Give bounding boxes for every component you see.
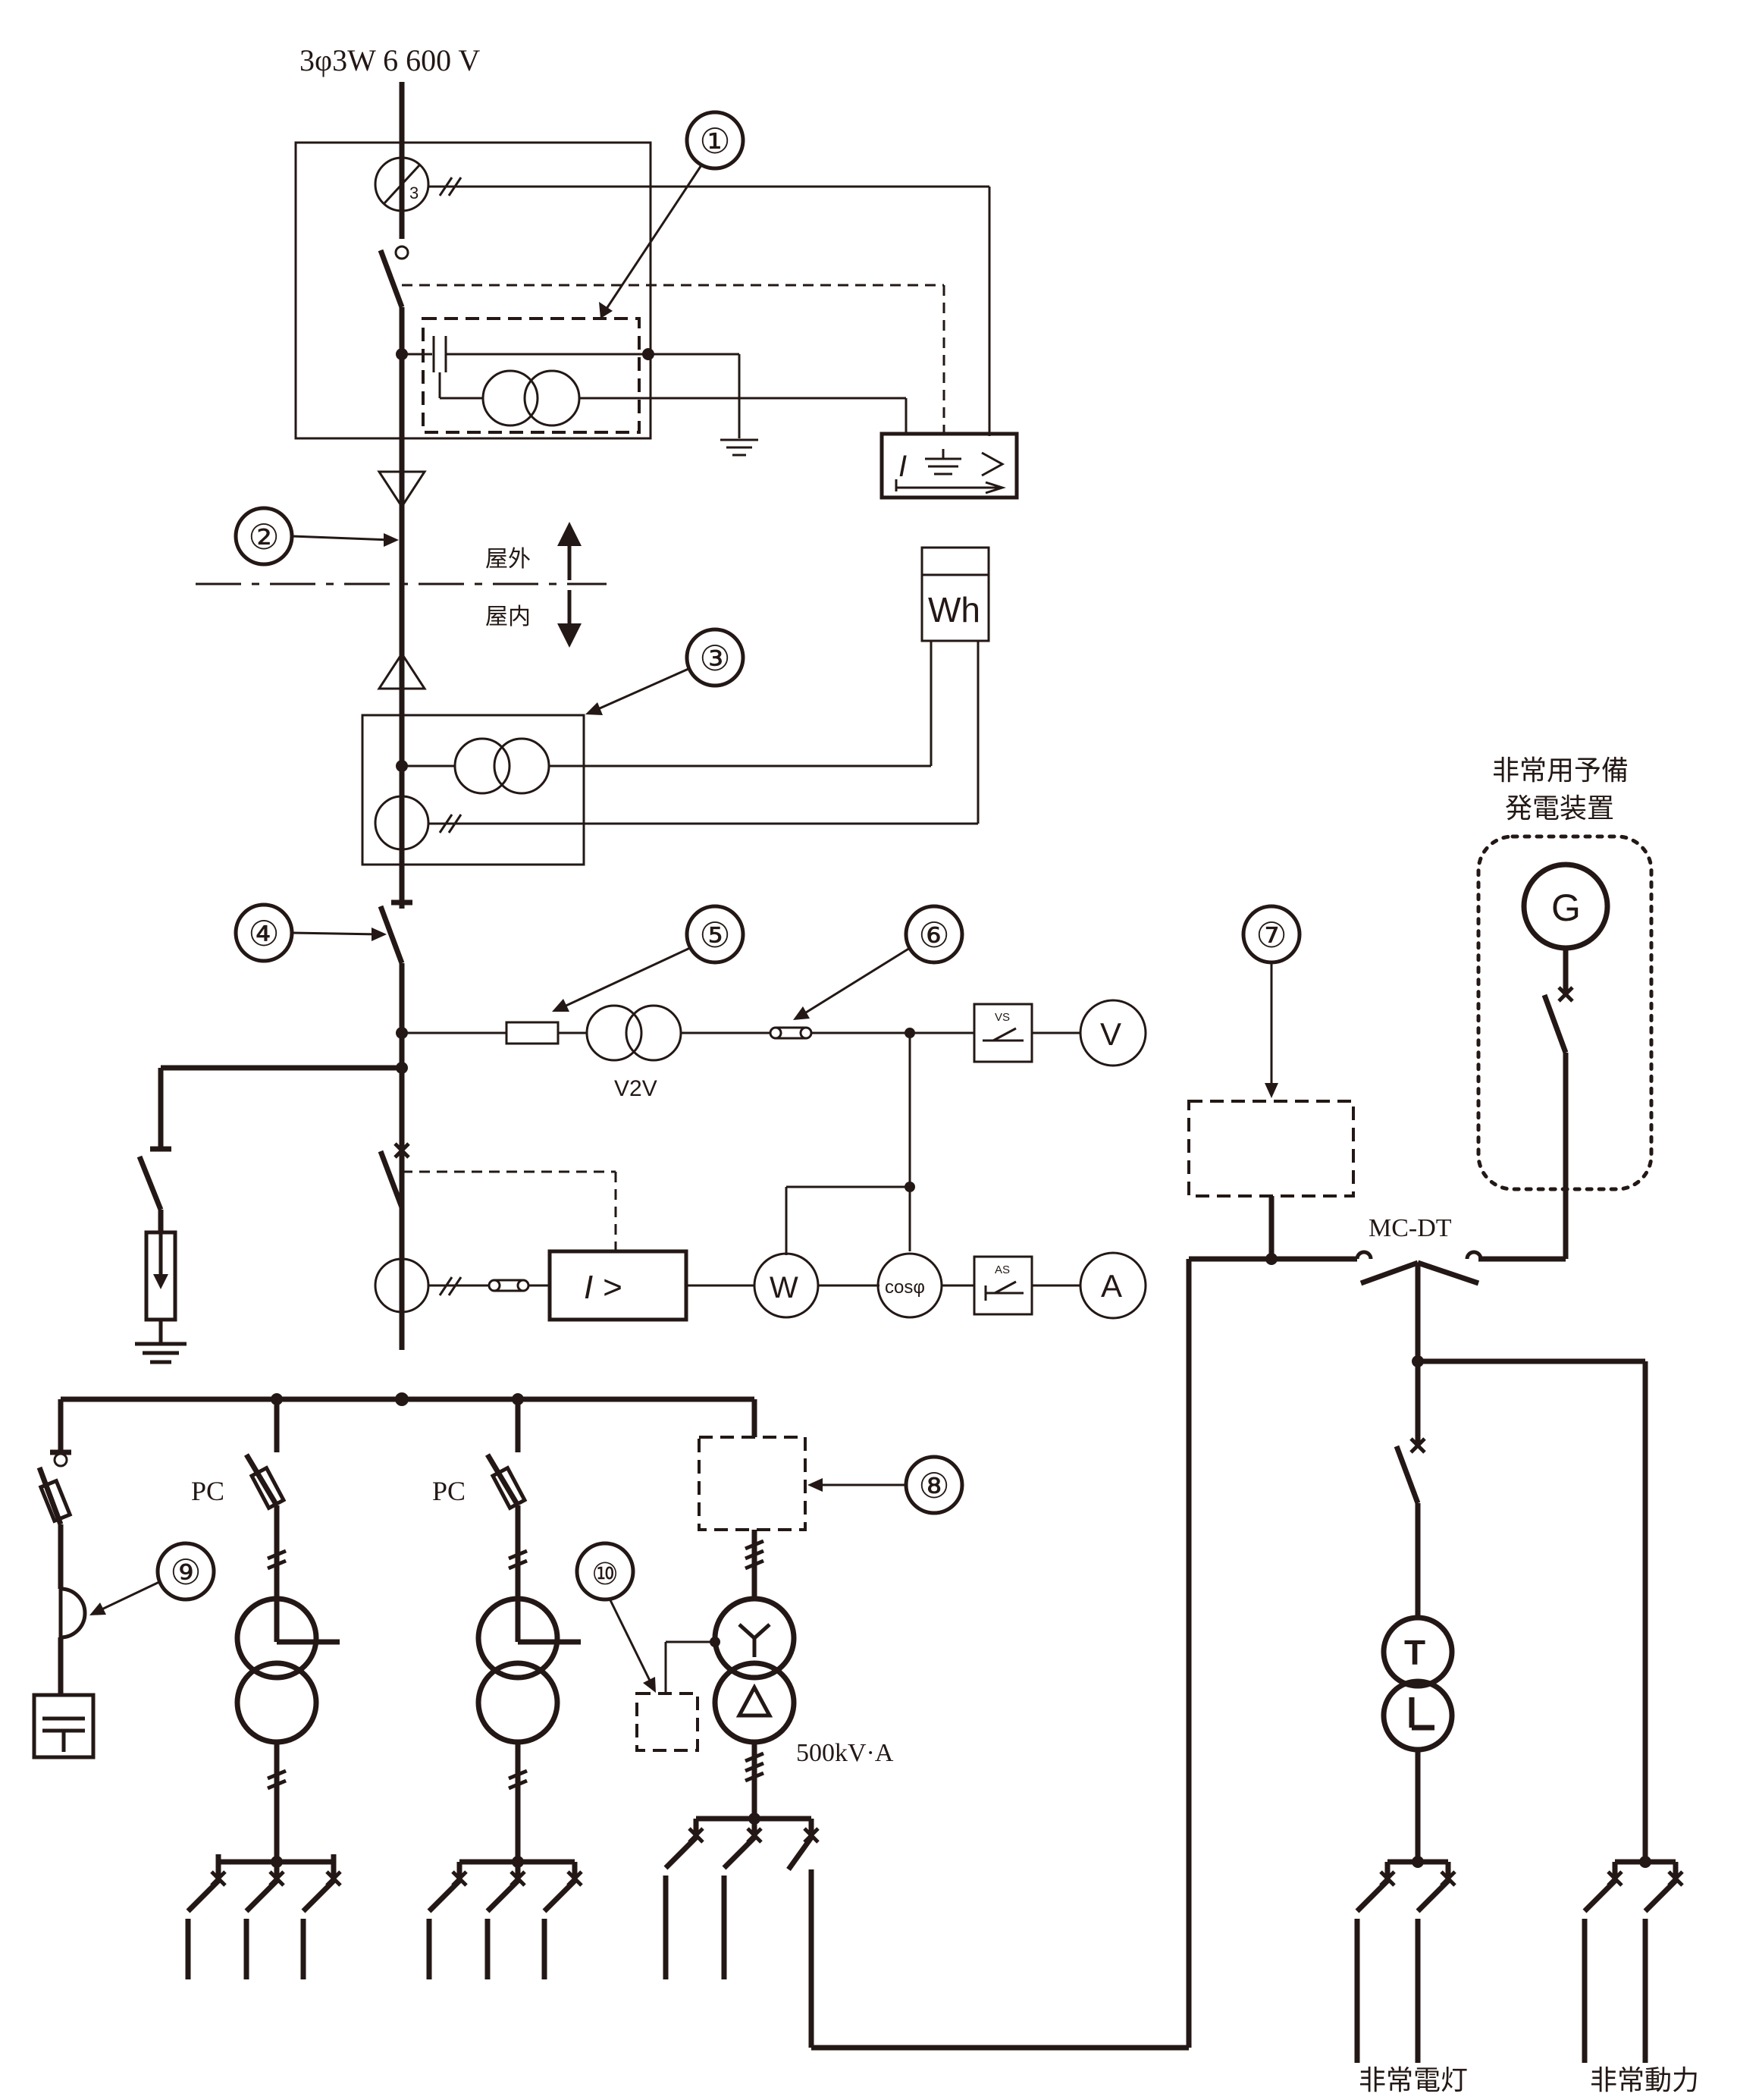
emergency-power-bus <box>1615 1856 1676 1868</box>
wh-label: Wh <box>928 590 980 629</box>
watt-hour-meter: Wh <box>920 546 990 642</box>
vt-branch: V2V VS V <box>396 999 1147 1255</box>
vct-enclosure <box>361 641 980 906</box>
callout-2: ② <box>234 506 399 567</box>
box-7 <box>1187 1100 1355 1265</box>
svg-text:⑩: ⑩ <box>591 1558 619 1591</box>
mcdt-label: MC-DT <box>1369 1214 1452 1242</box>
supply-label: 3φ3W 6 600 V <box>299 43 480 77</box>
pc-label-1: PC <box>191 1476 224 1506</box>
svg-text:I: I <box>898 450 907 483</box>
pas-enclosure: 3 <box>294 141 991 457</box>
disconnector-4 <box>378 905 405 1350</box>
v2v-label: V2V <box>614 1076 657 1101</box>
emergency-lighting-branch: T <box>1381 1361 1455 1868</box>
svg-text:T: T <box>1404 1633 1425 1672</box>
svg-text:④: ④ <box>248 914 279 953</box>
ct-ocr-meters: I > W cosφ AS A <box>374 1249 1147 1322</box>
svg-text:⑥: ⑥ <box>918 915 949 955</box>
svg-text:⑤: ⑤ <box>699 915 730 955</box>
feeder-breakers <box>185 1819 1684 2063</box>
callout-7: ⑦ <box>1241 904 1302 1098</box>
svg-text:⑨: ⑨ <box>170 1552 201 1592</box>
callout-3: ③ <box>585 627 745 715</box>
as-label: AS <box>995 1263 1010 1276</box>
ct-ratio-label: 3 <box>409 184 419 202</box>
main-bus <box>61 1392 754 1406</box>
callout-8: ⑧ <box>807 1455 964 1515</box>
ocr-label: I > <box>584 1269 622 1306</box>
vs-label: VS <box>995 1011 1010 1024</box>
building-boundary: 屋外 屋内 <box>196 522 607 648</box>
callout-5: ⑤ <box>552 904 745 1012</box>
ammeter-label: A <box>1101 1268 1122 1304</box>
generator-set: G <box>1476 834 1654 1262</box>
svg-text:⑧: ⑧ <box>918 1466 949 1505</box>
transformer-rating: 500kV·A <box>796 1739 894 1767</box>
wattmeter-label: W <box>770 1271 798 1304</box>
generator-title-line1: 非常用予備 <box>1492 755 1629 786</box>
callout-6: ⑥ <box>793 904 964 1020</box>
main-vcb <box>378 1142 617 1251</box>
emergency-lighting-label: 非常電灯 <box>1359 2065 1468 2095</box>
mc-dt-switch: MC-DT <box>1355 1214 1648 1862</box>
transformer-feeder-500kva <box>635 1399 811 1825</box>
callout-4: ④ <box>234 902 387 963</box>
voltmeter-label: V <box>1100 1016 1121 1052</box>
indoor-label: 屋内 <box>485 604 531 629</box>
lightning-arrester-branch <box>135 1062 408 1364</box>
ground-fault-relay: I <box>879 432 1019 500</box>
callout-10: ⑩ <box>575 1541 656 1693</box>
capacitor-feeder <box>32 1399 96 1759</box>
generator-label: G <box>1551 887 1581 929</box>
svg-text:②: ② <box>248 517 279 557</box>
cable-head-upper <box>377 470 427 509</box>
outdoor-label: 屋外 <box>485 547 531 572</box>
svg-text:③: ③ <box>699 639 730 678</box>
feeder-breakers-group-1 <box>215 1854 337 1862</box>
pc-label-2: PC <box>432 1476 466 1506</box>
cable-head-lower <box>377 651 427 690</box>
pf-meter-label: cosφ <box>885 1277 925 1298</box>
callout-1: ① <box>599 110 745 319</box>
svg-text:⑦: ⑦ <box>1256 915 1287 955</box>
emergency-power-label: 非常動力 <box>1590 2065 1699 2095</box>
generator-title-line2: 発電装置 <box>1505 793 1614 824</box>
callout-9: ⑨ <box>89 1541 216 1615</box>
emergency-source-cable <box>808 1256 1357 2051</box>
transformer-feeder-2 <box>459 1399 581 1868</box>
transformer-feeder-1 <box>218 1399 340 1868</box>
svg-text:①: ① <box>699 121 730 161</box>
